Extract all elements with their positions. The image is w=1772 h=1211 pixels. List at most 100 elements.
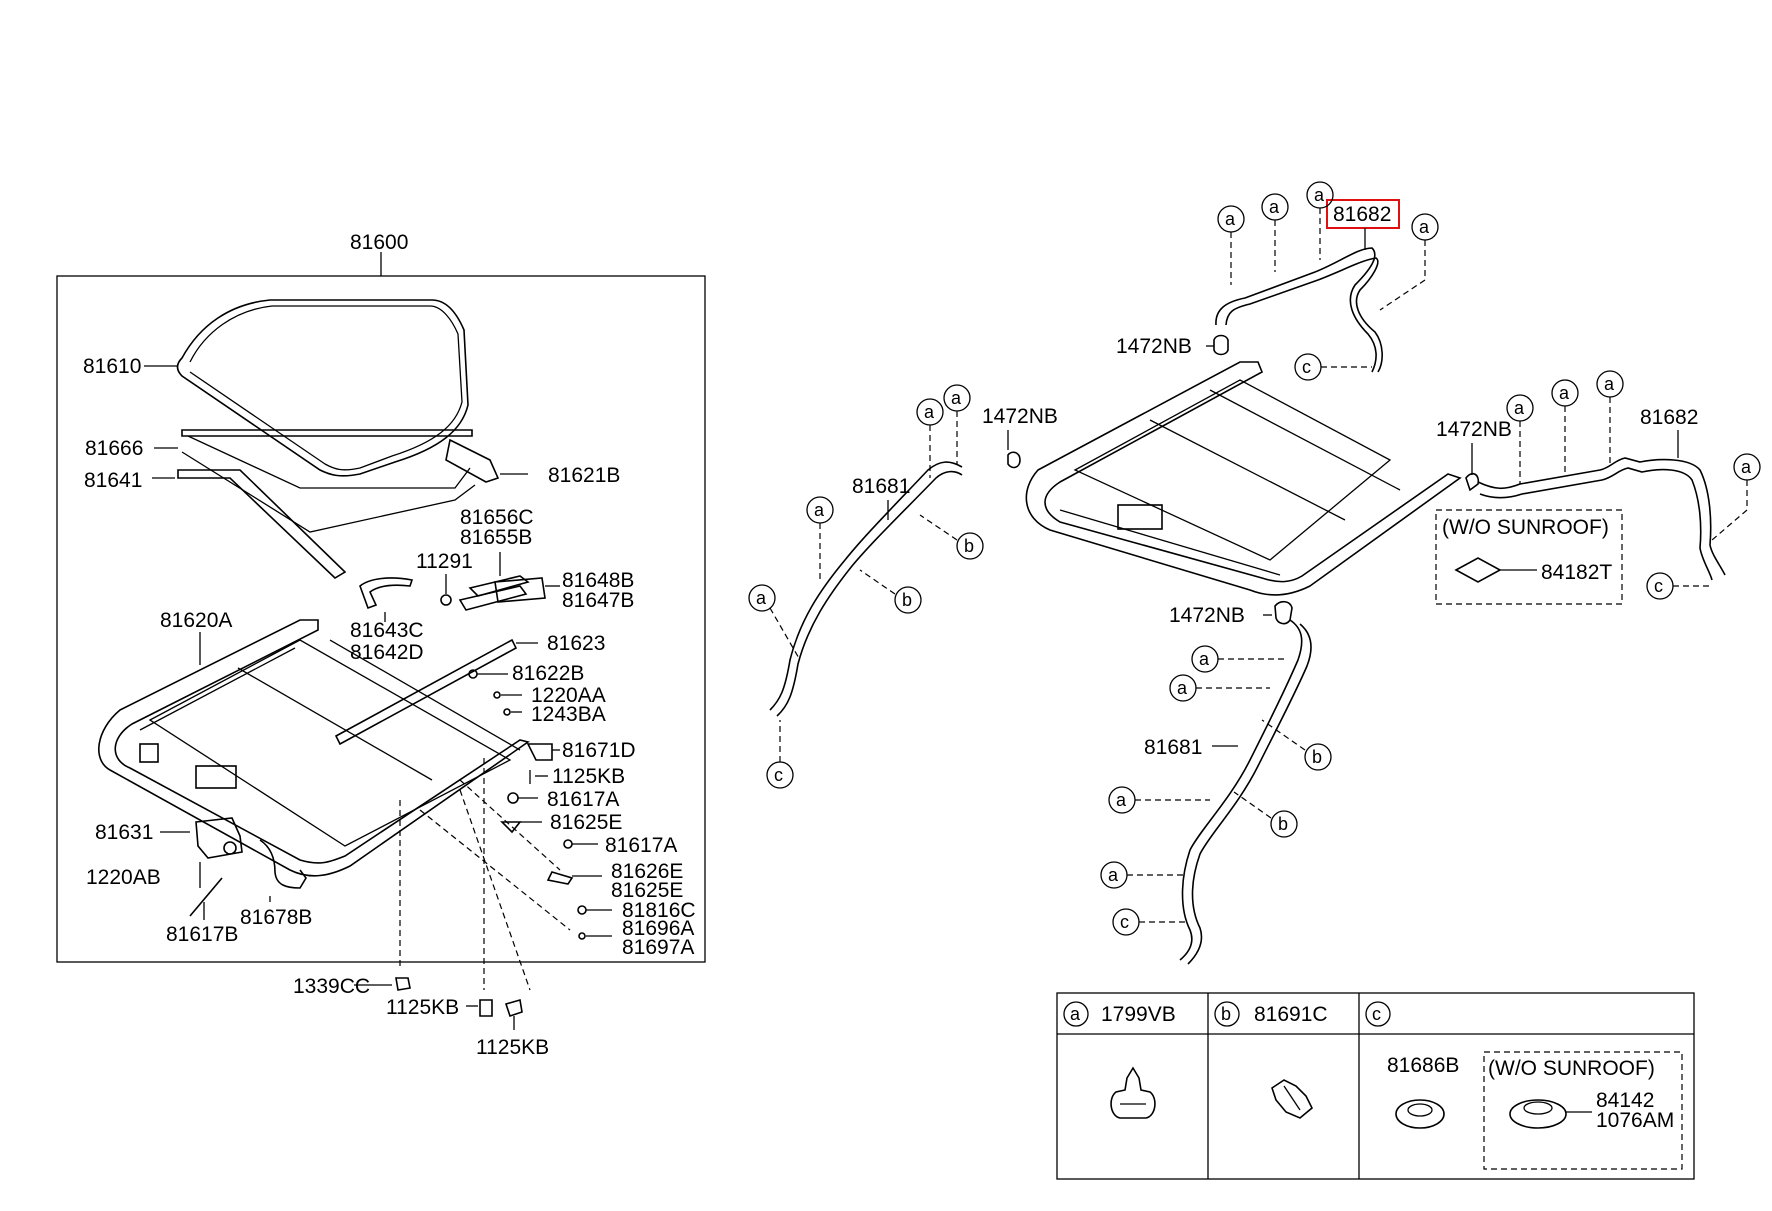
drain-hose-front-right bbox=[1215, 247, 1377, 373]
label-1243BA[interactable]: 1243BA bbox=[531, 703, 606, 726]
legend-table: a 1799VB b 81691C c 81686B (W/O SUNROOF)… bbox=[1056, 992, 1695, 1180]
drain-hose-group: 81682 a a a a c bbox=[748, 181, 1761, 965]
label-81681-left[interactable]: 81681 bbox=[852, 475, 910, 498]
label-81656C[interactable]: 81656C bbox=[460, 506, 534, 529]
label-1472NB-3[interactable]: 1472NB bbox=[1436, 418, 1512, 441]
label-1220AA[interactable]: 1220AA bbox=[531, 684, 606, 707]
svg-text:a: a bbox=[1514, 398, 1525, 418]
label-81622B[interactable]: 81622B bbox=[512, 662, 584, 685]
weatherstrip-part bbox=[177, 469, 347, 579]
callout-c-1: c bbox=[1294, 353, 1372, 381]
callout-a-2: a bbox=[1261, 193, 1289, 272]
label-81617A-2[interactable]: 81617A bbox=[605, 834, 677, 857]
label-1125KB-bottom1[interactable]: 1125KB bbox=[386, 996, 459, 1019]
grommet-84142-icon bbox=[1509, 1099, 1567, 1129]
svg-text:a: a bbox=[1741, 457, 1752, 477]
deflector-seal-part bbox=[181, 429, 473, 437]
sunroof-assembly-group: 81600 81610 81666 81641 81621B 81656C 81… bbox=[56, 231, 706, 991]
label-81623[interactable]: 81623 bbox=[547, 632, 605, 655]
drain-hose-left bbox=[769, 461, 963, 711]
callout-a-15: a bbox=[1108, 786, 1210, 814]
bottom-fasteners: 1339CC 1125KB 1125KB bbox=[293, 975, 549, 1059]
label-1125KB[interactable]: 1125KB bbox=[552, 765, 625, 788]
label-81697A[interactable]: 81697A bbox=[622, 936, 694, 959]
svg-text:a: a bbox=[1070, 1004, 1081, 1024]
label-81696A[interactable]: 81696A bbox=[622, 917, 694, 940]
sunroof-frame-part bbox=[98, 619, 530, 877]
callout-a-11: a bbox=[1596, 370, 1624, 465]
label-1472NB-2[interactable]: 1472NB bbox=[982, 405, 1058, 428]
label-81682-right[interactable]: 81682 bbox=[1640, 406, 1698, 429]
wo-sunroof-box bbox=[1435, 509, 1623, 605]
label-81682-highlighted[interactable]: 81682 bbox=[1333, 203, 1391, 226]
label-81648B[interactable]: 81648B bbox=[562, 569, 634, 592]
label-81666[interactable]: 81666 bbox=[85, 437, 143, 460]
svg-text:a: a bbox=[951, 388, 962, 408]
svg-text:a: a bbox=[1269, 197, 1280, 217]
label-1125KB-bottom2[interactable]: 1125KB bbox=[476, 1036, 549, 1059]
label-81617B[interactable]: 81617B bbox=[166, 923, 238, 946]
drain-hose-bottom bbox=[1179, 619, 1303, 961]
label-81816C[interactable]: 81816C bbox=[622, 899, 696, 922]
label-81681-bottom[interactable]: 81681 bbox=[1144, 736, 1202, 759]
label-84182T[interactable]: 84182T bbox=[1541, 561, 1612, 584]
label-81625E-2[interactable]: 81625E bbox=[611, 879, 683, 902]
callout-a-6: a bbox=[943, 384, 971, 465]
callout-a-4: a bbox=[1379, 213, 1439, 311]
label-81621B[interactable]: 81621B bbox=[548, 464, 620, 487]
label-81631[interactable]: 81631 bbox=[95, 821, 153, 844]
label-81678B[interactable]: 81678B bbox=[240, 906, 312, 929]
legend-1076AM[interactable]: 1076AM bbox=[1596, 1109, 1674, 1132]
label-1339CC[interactable]: 1339CC bbox=[293, 975, 370, 998]
label-81647B[interactable]: 81647B bbox=[562, 589, 634, 612]
callout-a-16: a bbox=[1100, 861, 1185, 889]
callout-b-3: b bbox=[1261, 719, 1332, 771]
label-81626E[interactable]: 81626E bbox=[611, 860, 683, 883]
svg-text:b: b bbox=[964, 536, 974, 556]
callout-a-7: a bbox=[806, 496, 834, 580]
label-1472NB-1[interactable]: 1472NB bbox=[1116, 335, 1192, 358]
svg-text:c: c bbox=[1120, 912, 1129, 932]
label-1472NB-4[interactable]: 1472NB bbox=[1169, 604, 1245, 627]
grommet-81686B-icon bbox=[1395, 1099, 1445, 1129]
svg-text:a: a bbox=[1419, 217, 1430, 237]
callout-a-12: a bbox=[1711, 453, 1761, 541]
svg-text:a: a bbox=[814, 500, 825, 520]
sunroof-frame-right bbox=[1025, 361, 1462, 596]
svg-text:a: a bbox=[1177, 678, 1188, 698]
label-81655B[interactable]: 81655B bbox=[460, 526, 532, 549]
svg-text:c: c bbox=[774, 765, 783, 785]
callout-a-13: a bbox=[1191, 645, 1285, 673]
legend-wo-sunroof-label[interactable]: (W/O SUNROOF) bbox=[1488, 1057, 1655, 1080]
svg-text:a: a bbox=[1314, 185, 1325, 205]
label-81610[interactable]: 81610 bbox=[83, 355, 141, 378]
callout-b-2: b bbox=[859, 569, 922, 614]
label-wo-sunroof[interactable]: (W/O SUNROOF) bbox=[1442, 516, 1609, 539]
label-81625E[interactable]: 81625E bbox=[550, 811, 622, 834]
label-1220AB[interactable]: 1220AB bbox=[86, 866, 161, 889]
svg-text:c: c bbox=[1302, 357, 1311, 377]
label-11291[interactable]: 11291 bbox=[416, 550, 473, 573]
legend-wo-sunroof-box bbox=[1483, 1051, 1683, 1170]
legend-81691C[interactable]: 81691C bbox=[1254, 1003, 1328, 1026]
svg-text:a: a bbox=[1225, 209, 1236, 229]
legend-84142[interactable]: 84142 bbox=[1596, 1089, 1654, 1112]
legend-1799VB[interactable]: 1799VB bbox=[1101, 1003, 1176, 1026]
label-81617A[interactable]: 81617A bbox=[547, 788, 619, 811]
legend-81686B[interactable]: 81686B bbox=[1387, 1054, 1459, 1077]
label-81641[interactable]: 81641 bbox=[84, 469, 142, 492]
label-81600[interactable]: 81600 bbox=[350, 231, 408, 254]
sunroof-motor-part bbox=[195, 817, 243, 859]
svg-text:b: b bbox=[1278, 814, 1288, 834]
label-81620A[interactable]: 81620A bbox=[160, 609, 232, 632]
svg-text:b: b bbox=[902, 590, 912, 610]
svg-text:a: a bbox=[1604, 374, 1615, 394]
label-81671D[interactable]: 81671D bbox=[562, 739, 636, 762]
callout-a-9: a bbox=[1506, 394, 1534, 484]
plug-84182T-icon bbox=[1454, 557, 1502, 583]
callout-a-14: a bbox=[1169, 674, 1270, 702]
label-81642D[interactable]: 81642D bbox=[350, 641, 424, 664]
label-81643C[interactable]: 81643C bbox=[350, 619, 424, 642]
sunroof-glass-part bbox=[176, 299, 469, 477]
clip-1799VB-icon bbox=[1110, 1066, 1156, 1119]
